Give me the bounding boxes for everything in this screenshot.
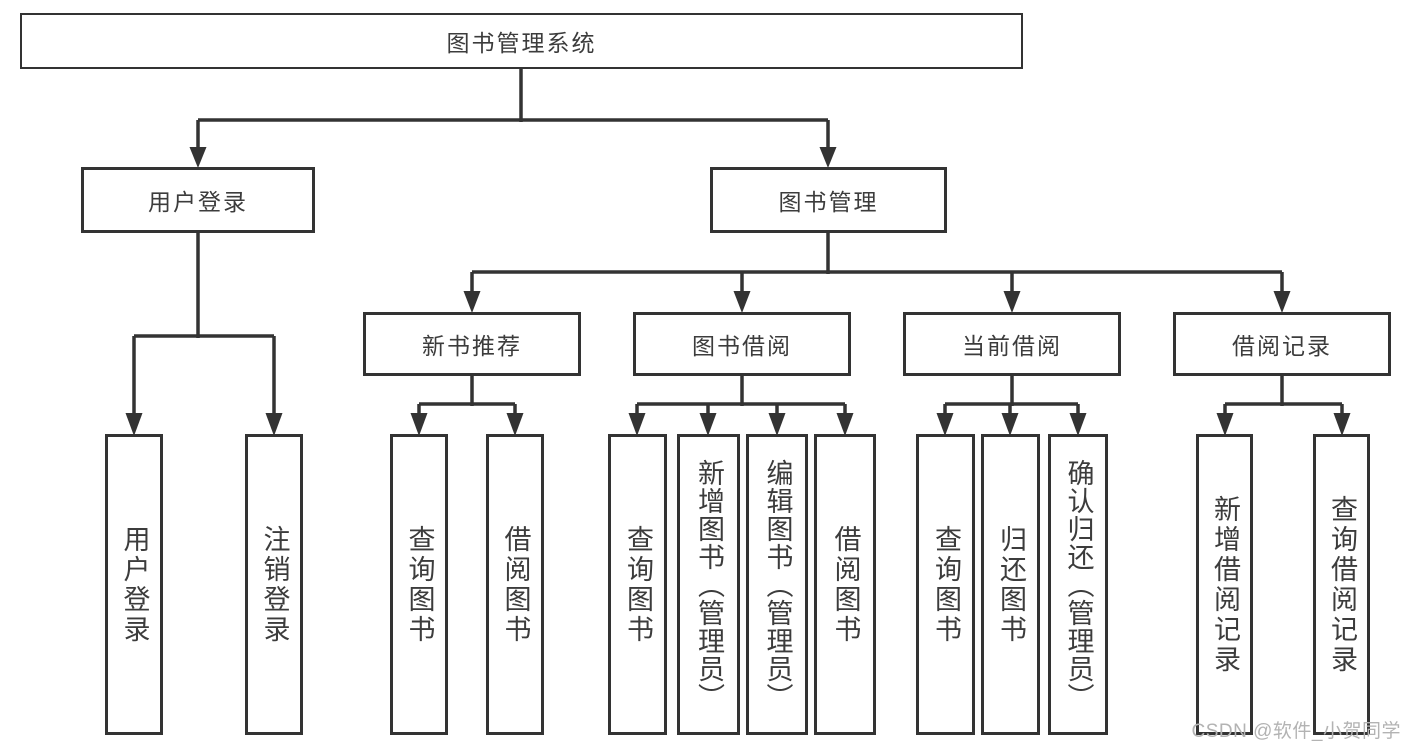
node-new-book-recommendation-label: 新书推荐 [422, 333, 522, 359]
leaf-add-book-admin: 新增图书（管理员） [677, 434, 740, 735]
leaf-query-books-borrowing-label: 查询图书 [623, 524, 653, 645]
leaf-query-borrow-record-label: 查询借阅记录 [1327, 494, 1357, 675]
node-book-borrowing-label: 图书借阅 [692, 333, 792, 359]
leaf-edit-book-admin: 编辑图书（管理员） [746, 434, 808, 735]
leaf-query-books-recommend-label: 查询图书 [404, 524, 435, 645]
leaf-add-borrow-record-label: 新增借阅记录 [1210, 494, 1240, 675]
node-root-label: 图书管理系统 [446, 30, 597, 56]
node-root: 图书管理系统 [20, 13, 1023, 69]
leaf-add-borrow-record: 新增借阅记录 [1196, 434, 1253, 735]
node-book-borrowing: 图书借阅 [633, 312, 851, 376]
node-current-borrowing-label: 当前借阅 [962, 333, 1062, 359]
leaf-borrow-books-recommend: 借阅图书 [486, 434, 544, 735]
leaf-return-books-label: 归还图书 [996, 524, 1026, 645]
leaf-query-books-borrowing: 查询图书 [608, 434, 667, 735]
leaf-edit-book-admin-label: 编辑图书（管理员） [762, 458, 793, 711]
leaf-logout-label: 注销登录 [259, 524, 290, 645]
node-borrowing-records-label: 借阅记录 [1232, 333, 1332, 359]
node-book-management-label: 图书管理 [778, 189, 879, 215]
node-user-login-label: 用户登录 [148, 189, 248, 215]
leaf-user-login: 用户登录 [105, 434, 163, 735]
node-user-login: 用户登录 [81, 167, 315, 233]
leaf-borrow-books-borrowing-label: 借阅图书 [830, 524, 861, 645]
leaf-query-borrow-record: 查询借阅记录 [1313, 434, 1370, 735]
watermark: CSDN @软件_小贺同学 [1191, 721, 1401, 742]
leaf-add-book-admin-label: 新增图书（管理员） [694, 458, 724, 711]
leaf-logout: 注销登录 [245, 434, 303, 735]
node-new-book-recommendation: 新书推荐 [363, 312, 581, 376]
leaf-confirm-return-admin-label: 确认归还（管理员） [1063, 458, 1094, 711]
node-borrowing-records: 借阅记录 [1173, 312, 1391, 376]
node-book-management: 图书管理 [710, 167, 947, 233]
leaf-confirm-return-admin: 确认归还（管理员） [1048, 434, 1108, 735]
leaf-query-books-recommend: 查询图书 [390, 434, 448, 735]
leaf-query-books-current-label: 查询图书 [931, 524, 961, 645]
leaf-query-books-current: 查询图书 [916, 434, 975, 735]
leaf-user-login-label: 用户登录 [119, 524, 150, 645]
leaf-borrow-books-recommend-label: 借阅图书 [500, 524, 531, 645]
node-current-borrowing: 当前借阅 [903, 312, 1121, 376]
leaf-borrow-books-borrowing: 借阅图书 [814, 434, 876, 735]
leaf-return-books: 归还图书 [981, 434, 1040, 735]
